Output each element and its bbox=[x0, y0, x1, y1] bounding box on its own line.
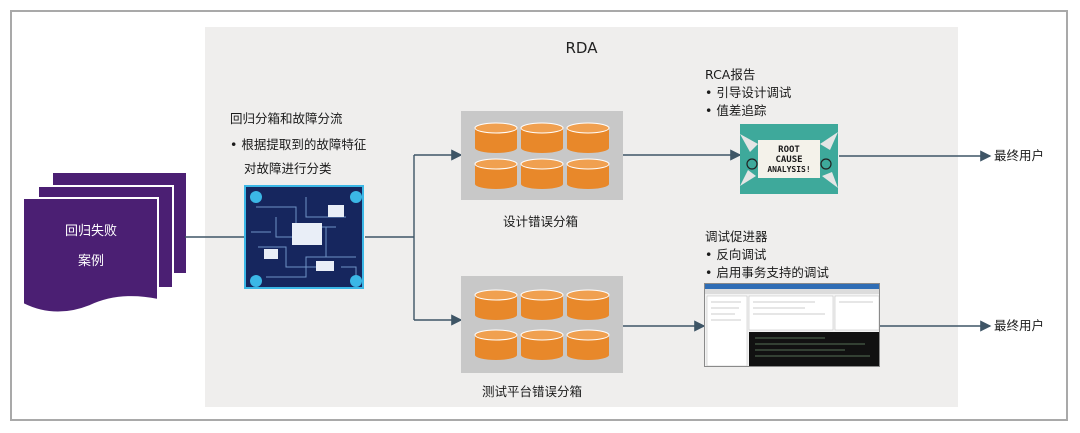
design-cylinder-1 bbox=[474, 122, 518, 153]
testbench-cylinder-4 bbox=[474, 329, 518, 360]
testbench-cylinder-1 bbox=[474, 289, 518, 320]
document-page-front bbox=[22, 197, 159, 314]
root-cause-analysis-image: ROOT CAUSE ANALYSIS! bbox=[740, 124, 838, 194]
design-cylinder-6 bbox=[566, 158, 610, 189]
debugger-item-2: • 启用事务支持的调试 bbox=[705, 265, 829, 280]
design-error-bin bbox=[461, 111, 623, 200]
design-cylinder-4 bbox=[474, 158, 518, 189]
design-cylinder-3 bbox=[566, 122, 610, 153]
rca-image-text-2: CAUSE bbox=[775, 155, 802, 165]
design-error-bin-label: 设计错误分箱 bbox=[503, 214, 579, 229]
triage-bullet-cont: 对故障进行分类 bbox=[244, 161, 332, 176]
testbench-cylinder-6 bbox=[566, 329, 610, 360]
rca-image-text-1: ROOT bbox=[778, 145, 800, 155]
testbench-cylinder-5 bbox=[520, 329, 564, 360]
rca-title: RCA报告 bbox=[705, 67, 756, 82]
cylinders-testbench bbox=[474, 289, 610, 360]
testbench-cylinder-3 bbox=[566, 289, 610, 320]
rda-title: RDA bbox=[565, 39, 598, 57]
cylinders-design bbox=[474, 122, 610, 189]
testbench-cylinder-2 bbox=[520, 289, 564, 320]
triage-bullet: • 根据提取到的故障特征 bbox=[230, 137, 367, 152]
debugger-screenshot-image bbox=[704, 283, 880, 367]
testbench-error-bin-label: 测试平台错误分箱 bbox=[482, 384, 583, 399]
failed-cases-label-1: 回归失败 bbox=[64, 224, 117, 239]
testbench-error-bin bbox=[461, 276, 623, 373]
debugger-item-1: • 反向调试 bbox=[705, 247, 767, 262]
rca-item-2: • 值差追踪 bbox=[705, 103, 767, 118]
design-cylinder-2 bbox=[520, 122, 564, 153]
circuit-board-image bbox=[244, 185, 364, 289]
debugger-title: 调试促进器 bbox=[705, 229, 768, 244]
end-user-top: 最终用户 bbox=[994, 148, 1045, 163]
rca-image-text-3: ANALYSIS! bbox=[767, 165, 810, 174]
triage-title: 回归分箱和故障分流 bbox=[230, 111, 343, 126]
failed-cases-label-2: 案例 bbox=[77, 254, 104, 269]
end-user-bottom: 最终用户 bbox=[994, 318, 1045, 333]
rca-item-1: • 引导设计调试 bbox=[705, 85, 792, 100]
design-cylinder-5 bbox=[520, 158, 564, 189]
